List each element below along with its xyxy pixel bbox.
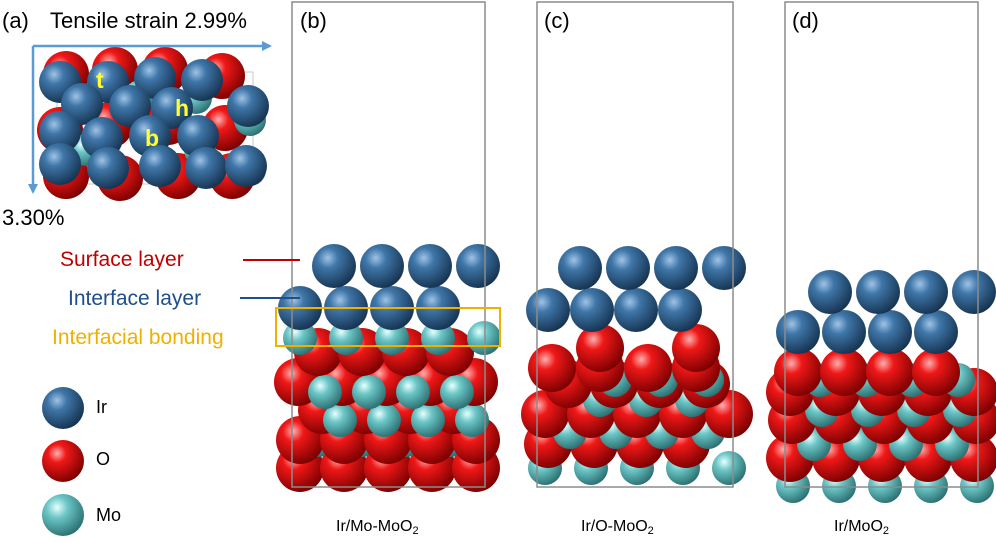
legend-mo-label: Mo <box>96 505 122 525</box>
panel-d-cell <box>784 1 979 488</box>
panel-c-slab <box>521 1 753 488</box>
ir-atom <box>177 115 219 157</box>
site-hollow-marker: h <box>175 95 190 121</box>
surface-layer-label: Surface layer <box>60 248 184 271</box>
mo-atom <box>411 403 445 437</box>
o-atom <box>576 324 624 372</box>
ir-atom <box>360 244 404 288</box>
ir-atom <box>654 246 698 290</box>
ir-atom <box>408 244 452 288</box>
panel-a-top-view <box>28 41 272 201</box>
o-atom <box>774 348 822 396</box>
ir-atom <box>914 310 958 354</box>
mo-atom <box>467 321 501 355</box>
panel-a-label: (a) <box>2 8 29 33</box>
panel-b-label: (b) <box>300 8 327 33</box>
mo-atom <box>323 403 357 437</box>
ir-atom <box>185 147 227 189</box>
panel-b-caption: Ir/Mo-MoO2 <box>336 518 419 537</box>
ir-atom <box>558 246 602 290</box>
interfacial-bonding-label: Interfacial bonding <box>52 326 224 349</box>
mo-atom <box>455 403 489 437</box>
ir-atom <box>868 310 912 354</box>
panel-c-atoms <box>521 246 753 485</box>
panel-a-atoms <box>37 47 269 201</box>
o-atom <box>866 348 914 396</box>
ir-atom <box>856 270 900 314</box>
o-atom <box>672 324 720 372</box>
ir-atom <box>808 270 852 314</box>
mo-atom <box>367 403 401 437</box>
o-atom <box>912 348 960 396</box>
ir-atom <box>606 246 650 290</box>
ir-atom <box>39 143 81 185</box>
panel-c-cell <box>536 1 734 488</box>
mo-atom <box>352 375 386 409</box>
mo-atom <box>712 451 746 485</box>
legend-o-sphere <box>42 440 84 482</box>
ir-atom <box>952 270 996 314</box>
ir-atom <box>225 145 267 187</box>
ir-atom <box>227 85 269 127</box>
panel-b-atoms <box>274 244 501 492</box>
ir-atom <box>658 288 702 332</box>
panel-d-label: (d) <box>792 8 819 33</box>
o-atom <box>820 348 868 396</box>
panel-d-atoms <box>766 270 996 503</box>
interfacial-bonding-box <box>275 307 501 347</box>
ir-atom <box>570 288 614 332</box>
strain-x-label: Tensile strain 2.99% <box>50 8 247 33</box>
strain-y-label: 3.30% <box>2 205 65 230</box>
ir-atom <box>904 270 948 314</box>
interface-layer-label: Interface layer <box>68 287 202 310</box>
ir-atom <box>456 244 500 288</box>
ir-atom <box>526 288 570 332</box>
ir-atom <box>822 310 866 354</box>
panel-b-slab <box>274 1 501 492</box>
legend-o-label: O <box>96 449 111 469</box>
mo-atom <box>440 375 474 409</box>
ir-atom <box>39 111 81 153</box>
ir-atom <box>614 288 658 332</box>
legend-ir-sphere <box>42 387 84 429</box>
o-atom <box>624 344 672 392</box>
ir-atom <box>776 310 820 354</box>
panel-c-caption: Ir/O-MoO2 <box>581 518 654 537</box>
ir-atom <box>109 85 151 127</box>
site-bridge-marker: b <box>145 125 160 151</box>
panel-d-slab <box>766 1 996 503</box>
o-atom <box>528 344 576 392</box>
ir-atom <box>139 145 181 187</box>
legend-spheres <box>42 387 84 536</box>
panel-d-caption: Ir/MoO2 <box>834 518 890 537</box>
mo-atom <box>308 375 342 409</box>
ir-atom <box>312 244 356 288</box>
legend-ir-label: Ir <box>96 397 107 417</box>
site-top-marker: t <box>96 67 104 93</box>
panel-b-cell <box>291 1 486 488</box>
legend-mo-sphere <box>42 494 84 536</box>
ir-atom <box>702 246 746 290</box>
mo-atom <box>396 375 430 409</box>
ir-atom <box>181 59 223 101</box>
panel-c-label: (c) <box>544 8 570 33</box>
ir-atom <box>87 147 129 189</box>
